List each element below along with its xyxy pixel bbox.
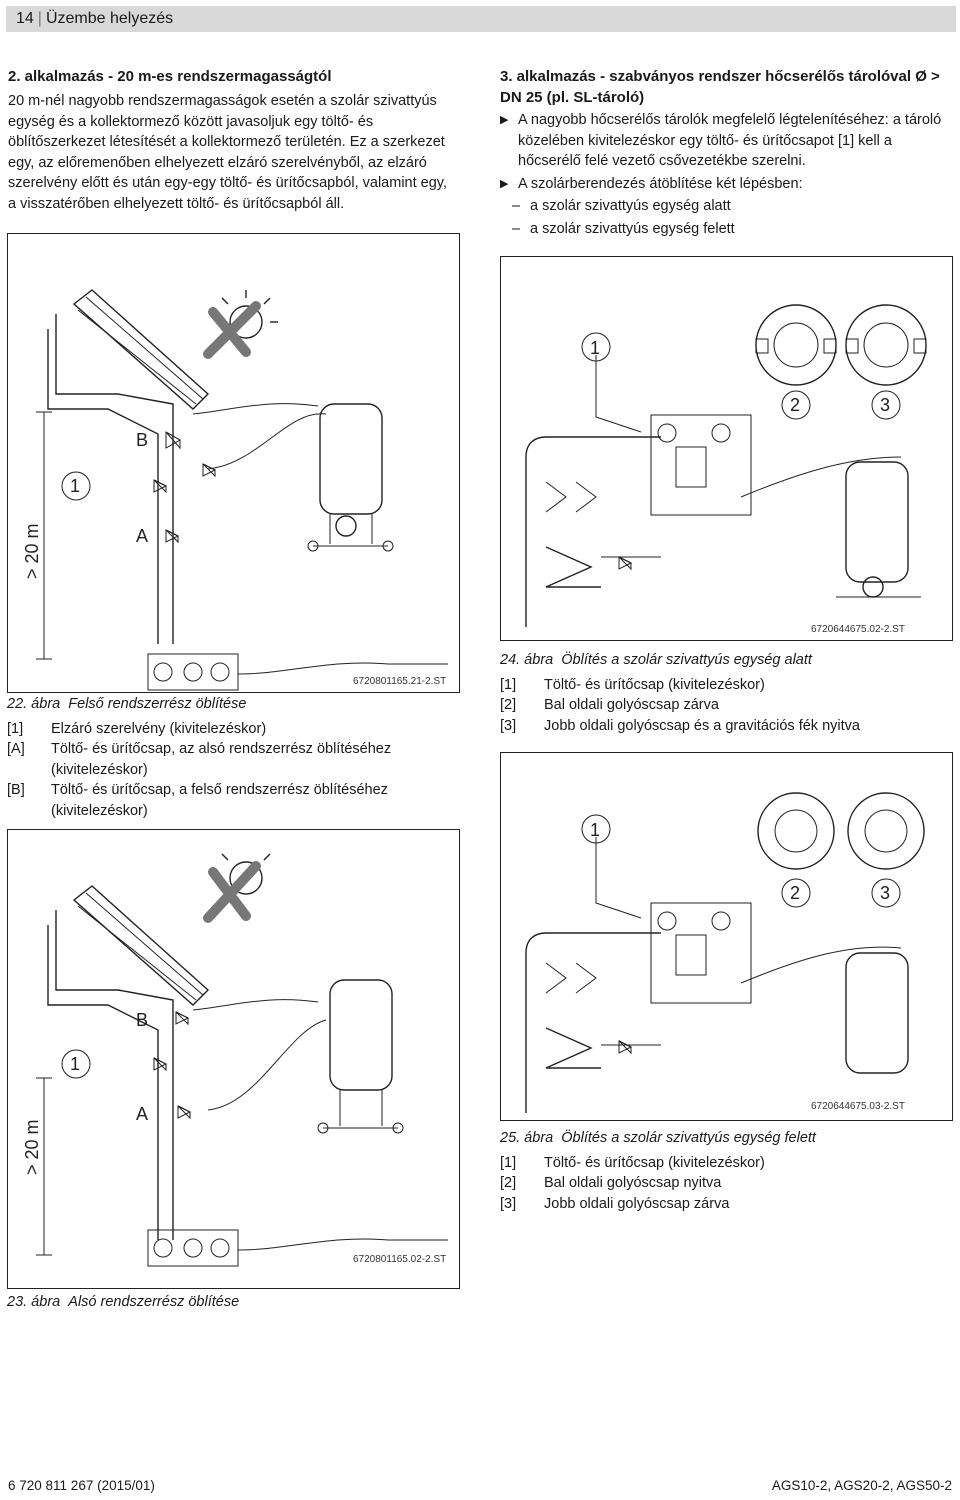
gauge-3-icon bbox=[845, 304, 927, 386]
label-B: B bbox=[136, 430, 148, 450]
expansion-vessel-icon bbox=[317, 979, 404, 1134]
pump-station-icon bbox=[147, 653, 448, 691]
bullet-item: ▶A szolárberendezés átöblítése két lépés… bbox=[500, 174, 952, 195]
bullet-item: ▶A nagyobb hőcserélős tárolók megfelelő … bbox=[500, 112, 942, 169]
figure-title: Felső rendszerrész öblítése bbox=[68, 696, 247, 712]
storage-tank-icon bbox=[525, 932, 661, 1113]
figure-title: Alsó rendszerrész öblítése bbox=[68, 1294, 240, 1310]
valve-1-icon bbox=[153, 1057, 168, 1072]
label-1: 1 bbox=[70, 1054, 80, 1074]
valve-A-icon bbox=[165, 529, 180, 544]
label-1: 1 bbox=[70, 476, 80, 496]
caption-24: 24. ábra Öblítés a szolár szivattyús egy… bbox=[500, 650, 952, 736]
label-3: 3 bbox=[880, 395, 890, 415]
caption-22: 22. ábra Felső rendszerrész öblítése [1]… bbox=[7, 694, 458, 821]
expansion-vessel-icon bbox=[836, 461, 921, 598]
triangle-bullet-icon: ▶ bbox=[500, 177, 509, 190]
label-A: A bbox=[136, 1104, 148, 1124]
section-title: Üzembe helyezés bbox=[45, 10, 174, 27]
label-A: A bbox=[136, 526, 148, 546]
pump-station-icon bbox=[650, 902, 752, 1004]
valve-1-icon bbox=[153, 479, 168, 494]
sun-crossed-icon bbox=[203, 853, 271, 923]
legend-item: [1]Elzáró szerelvény (kivitelezéskor) bbox=[7, 720, 267, 737]
figure-code: 6720644675.02-2.ST bbox=[811, 624, 905, 635]
figure-number: 22. ábra bbox=[7, 696, 61, 712]
label-2: 2 bbox=[790, 395, 800, 415]
legend-item: [1]Töltő- és ürítőcsap (kivitelezéskor) bbox=[500, 1154, 765, 1171]
figure-number: 23. ábra bbox=[7, 1294, 61, 1310]
legend-item: [3]Jobb oldali golyóscsap és a gravitáci… bbox=[500, 717, 860, 734]
legend-item: [3]Jobb oldali golyóscsap zárva bbox=[500, 1195, 730, 1212]
page-number: 14 bbox=[16, 10, 34, 27]
legend-item: [A]Töltő- és ürítőcsap, az alsó rendszer… bbox=[7, 741, 392, 778]
sun-crossed-icon bbox=[203, 290, 278, 359]
label-1: 1 bbox=[590, 338, 600, 358]
expansion-vessel-icon bbox=[845, 952, 909, 1074]
caption-23: 23. ábra Alsó rendszerrész öblítése bbox=[7, 1292, 458, 1313]
valve-B-icon bbox=[165, 431, 182, 450]
gauge-2-icon bbox=[755, 304, 837, 386]
page-header: 14|Üzembe helyezés bbox=[6, 6, 956, 32]
figure-number: 24. ábra bbox=[500, 652, 554, 668]
legend-item: [1]Töltő- és ürítőcsap (kivitelezéskor) bbox=[500, 676, 765, 693]
figure-title: Öblítés a szolár szivattyús egység felet… bbox=[561, 1130, 816, 1146]
label-3: 3 bbox=[880, 883, 890, 903]
legend-item: [2]Bal oldali golyóscsap nyitva bbox=[500, 1175, 722, 1191]
footer-models: AGS10-2, AGS20-2, AGS50-2 bbox=[771, 1478, 952, 1493]
left-heading: 2. alkalmazás - 20 m-es rendszermagasság… bbox=[8, 68, 332, 85]
figure-title: Öblítés a szolár szivattyús egység alatt bbox=[561, 652, 812, 668]
figure-number: 25. ábra bbox=[500, 1130, 554, 1146]
gauge-2-icon bbox=[757, 792, 835, 870]
valve-icon bbox=[202, 463, 217, 478]
left-paragraph: 20 m-nél nagyobb rendszermagasságok eset… bbox=[8, 93, 447, 212]
valve-B-icon bbox=[175, 1011, 190, 1026]
figure-25: 1 2 3 6720644675.03-2.ST bbox=[500, 752, 953, 1121]
valve-A-icon bbox=[177, 1105, 192, 1120]
gauge-3-icon bbox=[847, 792, 925, 870]
valve-1-icon bbox=[618, 1040, 633, 1055]
label-2: 2 bbox=[790, 883, 800, 903]
figure-code: 6720644675.03-2.ST bbox=[811, 1101, 905, 1112]
figure-24: 1 2 3 6720644675.02-2.ST bbox=[500, 256, 953, 641]
figure-code: 6720801165.02-2.ST bbox=[353, 1254, 446, 1265]
expansion-vessel-icon bbox=[307, 403, 394, 552]
valve-1-icon bbox=[618, 556, 633, 571]
left-text-block: 2. alkalmazás - 20 m-es rendszermagasság… bbox=[8, 66, 458, 214]
solar-collector-icon bbox=[72, 289, 210, 410]
triangle-bullet-icon: ▶ bbox=[500, 114, 509, 126]
solar-collector-icon bbox=[72, 885, 210, 1006]
pump-station-icon bbox=[650, 414, 752, 516]
footer-doc-number: 6 720 811 267 (2015/01) bbox=[8, 1478, 155, 1493]
legend-item: [2]Bal oldali golyóscsap zárva bbox=[500, 697, 719, 713]
label-1: 1 bbox=[590, 820, 600, 840]
legend-item: [B]Töltő- és ürítőcsap, a felső rendszer… bbox=[7, 782, 388, 819]
storage-tank-icon bbox=[525, 436, 661, 627]
height-label: > 20 m bbox=[22, 1119, 42, 1175]
height-label: > 20 m bbox=[22, 523, 42, 579]
figure-23: B 1 A > 20 m 6720801165.02-2.ST bbox=[7, 829, 460, 1289]
pump-station-icon bbox=[147, 1229, 448, 1267]
right-heading: 3. alkalmazás - szabványos rendszer hőcs… bbox=[500, 68, 940, 106]
figure-22: B 1 A > 20 m 6720801165.21-2.ST bbox=[7, 233, 460, 693]
dash-item: –a szolár szivattyús egység alatt bbox=[512, 198, 731, 214]
dash-item: –a szolár szivattyús egység felett bbox=[512, 220, 735, 237]
caption-25: 25. ábra Öblítés a szolár szivattyús egy… bbox=[500, 1128, 952, 1214]
figure-code: 6720801165.21-2.ST bbox=[353, 676, 446, 687]
label-B: B bbox=[136, 1010, 148, 1030]
right-text-block: 3. alkalmazás - szabványos rendszer hőcs… bbox=[500, 66, 952, 239]
